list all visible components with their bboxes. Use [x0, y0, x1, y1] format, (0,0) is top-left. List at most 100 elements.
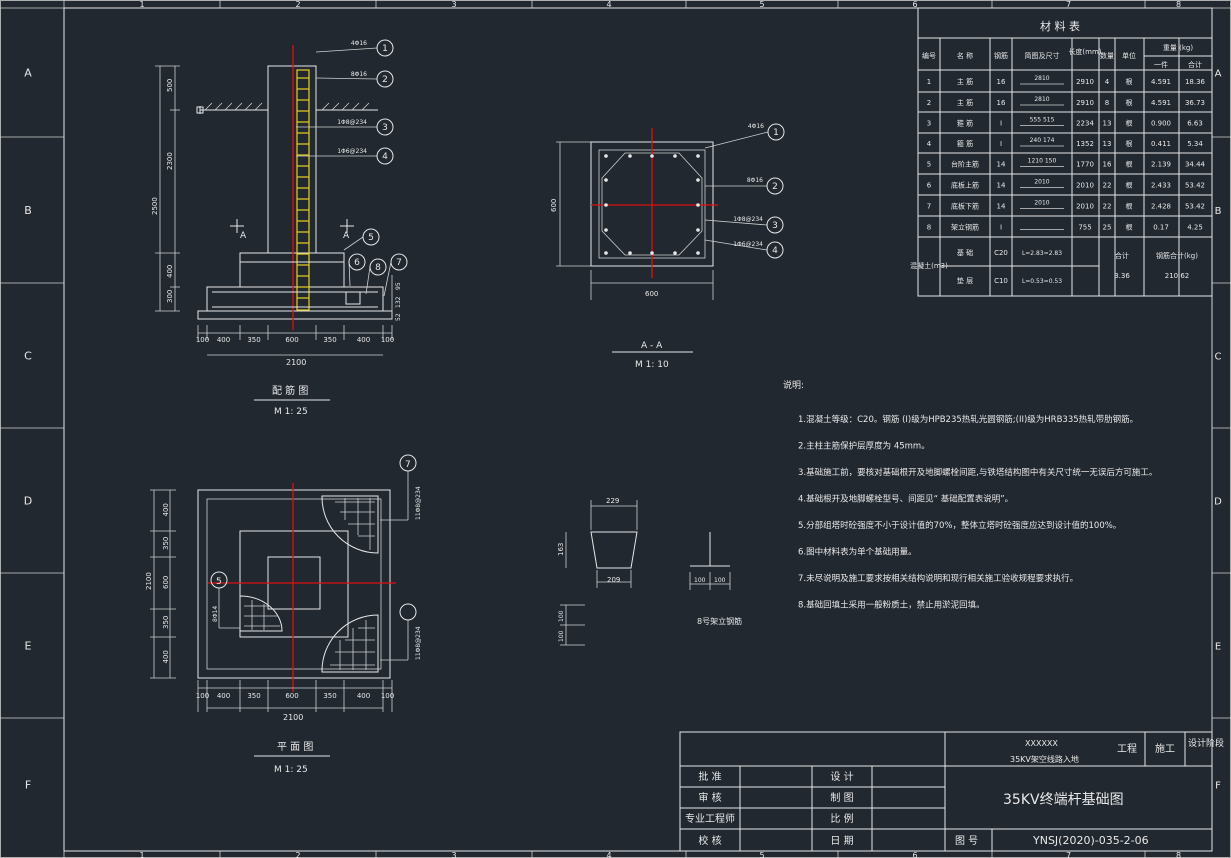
detail-dim-right-a: 100 [694, 577, 706, 584]
tr-4-c5: 16 [1103, 161, 1112, 169]
tr-7-c4: 755 [1078, 224, 1091, 232]
notes-heading: 说明: [783, 379, 804, 391]
tb-project-top: XXXXXX [1025, 739, 1058, 748]
plan-note-right: 11Φ8@234 [415, 626, 422, 660]
tb-mid-0: 设 计 [830, 770, 853, 783]
section-callout-num-1: 1 [773, 128, 779, 138]
tr-3-c4: 1352 [1076, 140, 1094, 148]
tr-3-c1: 箍 筋 [957, 139, 973, 148]
plan-bottom-dim-4: 350 [323, 692, 336, 700]
tc-r0-grade: C20 [994, 249, 1008, 257]
plan-callout-5-text: 5 [216, 577, 222, 587]
elev-callout-label-1: 4Φ16 [351, 40, 367, 47]
th-no: 编号 [922, 51, 936, 60]
border-col-top-7: 7 [1066, 0, 1071, 9]
elev-callout-7 [390, 253, 408, 271]
elev-dim-300: 300 [166, 290, 174, 303]
detail-dim-100a: 100 [558, 610, 565, 622]
border-col-bottom-2: 2 [295, 851, 300, 858]
elev-callout-label-3: 1Φ8@234 [337, 119, 367, 126]
tr-5-c4: 2010 [1076, 182, 1094, 190]
elev-callout-6 [348, 253, 366, 271]
th-qty: 数量 [1100, 51, 1114, 60]
th-weight: 重量 (kg) [1163, 44, 1193, 52]
detail-view: 229 209 163 100 100 100 100 8号架立钢筋 [557, 497, 742, 646]
note-item-8: 8.基础回填土采用一般粉质土，禁止用淤泥回填。 [798, 600, 985, 611]
plan-dim-total-bottom: 2100 [283, 713, 303, 722]
tr-0-c8: 18.36 [1185, 78, 1206, 86]
elev-title: 配 筋 图 [272, 384, 308, 397]
tc-steel-label: 钢筋合计(kg) [1156, 251, 1198, 260]
tb-stage-name: 设计阶段 [1188, 737, 1224, 749]
tr-1-c4: 2910 [1076, 99, 1094, 107]
border-col-top-8: 8 [1176, 0, 1181, 9]
tr-5-c1: 底板上筋 [951, 181, 979, 190]
plan-bottom-dim-2: 350 [247, 692, 260, 700]
section-callout-num-3: 3 [772, 221, 778, 231]
section-callout-2 [766, 177, 784, 195]
detail-dim-209: 209 [607, 576, 620, 584]
elev-bottom-dim-0: 100 [196, 336, 209, 344]
tr-7-c7: 0.17 [1153, 224, 1169, 232]
tr-3-c7: 0.411 [1151, 140, 1171, 148]
tb-project-sub: 35KV架空线路入地 [1010, 754, 1079, 764]
plan-left-dim-3: 350 [162, 616, 170, 629]
tr-1-c2: 16 [997, 99, 1006, 107]
tr-7-c5: 25 [1103, 224, 1112, 232]
tr-6-c2: 14 [997, 203, 1006, 211]
tb-left-1: 审 核 [698, 791, 721, 804]
tb-drawing-title: 35KV终端杆基础图 [1003, 791, 1124, 808]
elev-callout-num-3: 3 [382, 123, 388, 133]
tc-total-value: 3.36 [1114, 272, 1130, 280]
plan-bottom-dim-1: 400 [217, 692, 230, 700]
tr-5-c5: 22 [1103, 182, 1112, 190]
tr-1-c5: 8 [1105, 99, 1109, 107]
tr-2-c7: 0.900 [1151, 120, 1171, 128]
detail-dim-100b: 100 [558, 630, 565, 642]
inner-frame [63, 7, 1213, 852]
section-callout-label-3: 1Φ8@234 [733, 216, 763, 223]
border-col-bottom-5: 5 [759, 851, 764, 858]
elev-callout-2 [376, 70, 394, 88]
tb-left-2: 专业工程师 [685, 812, 735, 825]
tb-left-3: 校 核 [698, 834, 721, 847]
border-row-left-F: F [25, 779, 31, 792]
border-col-top-6: 6 [912, 0, 917, 9]
plan-left-dim-0: 400 [162, 503, 170, 516]
section-dim-bottom: 600 [645, 290, 658, 298]
section-callout-label-1: 4Φ16 [748, 123, 764, 130]
border-row-right-C: C [1215, 352, 1222, 363]
tr-6-c4: 2010 [1076, 203, 1094, 211]
note-item-4: 4.基础根开及地脚螺栓型号、间距见“ 基础配置表说明”。 [798, 494, 1013, 505]
tr-0-c2: 16 [997, 78, 1006, 86]
note-item-6: 6.图中材料表为单个基础用量。 [798, 547, 917, 558]
border-col-top-1: 1 [139, 0, 144, 9]
elev-callout-num-5: 5 [368, 233, 374, 243]
border-col-bottom-1: 1 [139, 851, 144, 858]
tc-r0-vol: L=2.83=2.83 [1022, 250, 1062, 257]
tr-2-c2: Ⅰ [1000, 120, 1002, 128]
section-mark-left: A [240, 231, 247, 241]
elev-callout-3 [376, 118, 394, 136]
tr-4-c7: 2.139 [1151, 161, 1171, 169]
border-col-top-5: 5 [759, 0, 764, 9]
border-col-bottom-3: 3 [451, 851, 456, 858]
plan-scale: M 1: 25 [274, 765, 308, 775]
tr-2-sketch: 555 515 [1030, 117, 1055, 124]
border-row-right-D: D [1214, 497, 1222, 508]
th-sketch: 简图及尺寸 [1025, 51, 1060, 60]
tr-1-sketch: 2810 [1034, 96, 1049, 103]
note-item-3: 3.基础施工前，要核对基础根开及地脚螺栓间距,与铁塔结构图中有关尺寸统一无误后方… [798, 467, 1157, 478]
tr-3-c6: 根 [1126, 139, 1133, 148]
tr-5-c0: 6 [927, 182, 932, 190]
title-block: XXXXXX 35KV架空线路入地 工程 施工 设计阶段 批 准审 核专业工程师… [679, 731, 1224, 852]
tr-6-c5: 22 [1103, 203, 1112, 211]
notes: 说明: 1.混凝土等级：C20。钢筋 (I)级为HPB235热轧光圆钢筋;(II… [783, 379, 1157, 611]
tr-5-c7: 2.433 [1151, 182, 1171, 190]
elev-side-dim-132: 132 [395, 296, 402, 308]
note-item-1: 1.混凝土等级：C20。钢筋 (I)级为HPB235热轧光圆钢筋;(II)级为H… [798, 414, 1138, 425]
section-callout-label-4: 1Φ6@234 [733, 241, 763, 248]
tr-1-c6: 根 [1126, 98, 1133, 107]
